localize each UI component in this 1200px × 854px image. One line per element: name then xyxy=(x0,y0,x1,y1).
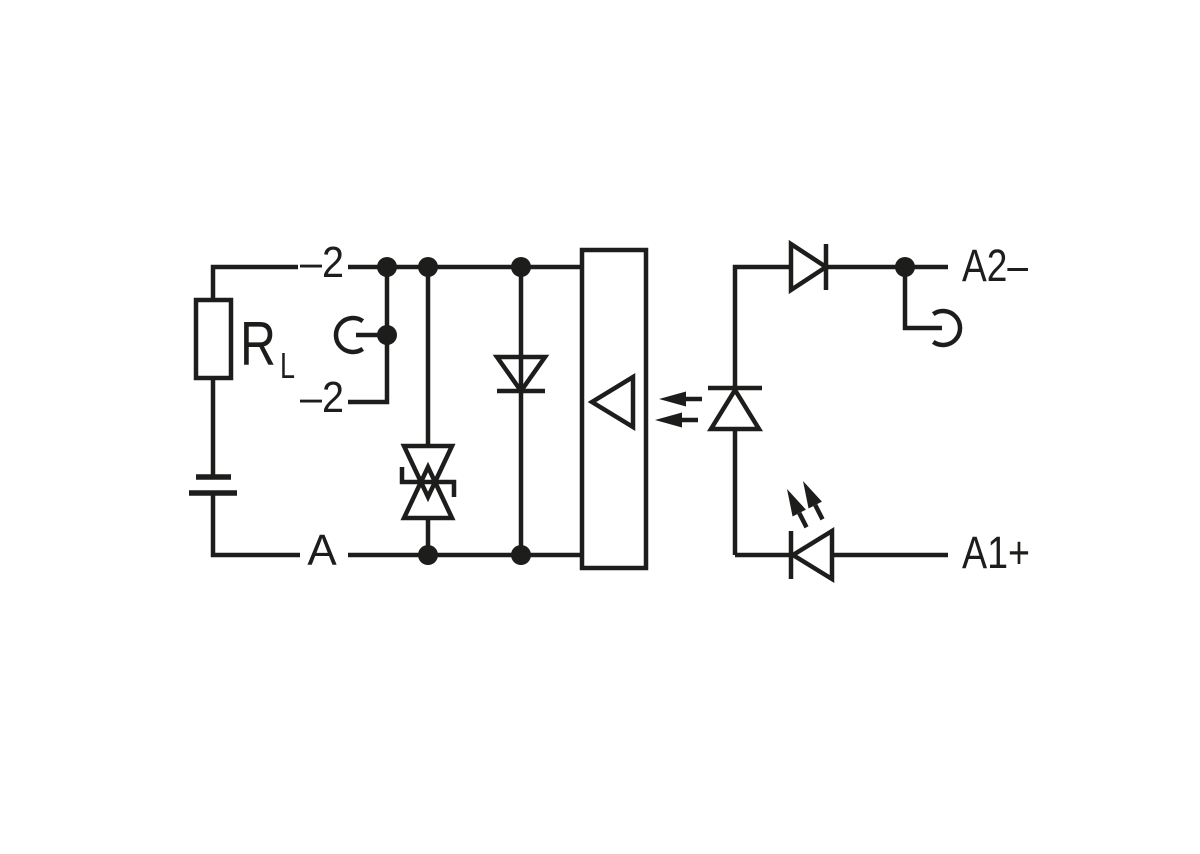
terminal-labels: –2 –2 A A2– A1+ R L xyxy=(240,238,1030,578)
label-load-resistor: R xyxy=(240,310,276,379)
junction-dot xyxy=(418,545,438,565)
socket-contact-right-icon xyxy=(931,308,963,348)
wire-socket-drop xyxy=(902,267,942,331)
junction-dots xyxy=(377,257,915,565)
receiver-box xyxy=(579,247,649,571)
input-circuit xyxy=(706,239,963,584)
protection-clamps xyxy=(399,267,550,555)
junction-dot xyxy=(377,257,397,277)
opto-emitter-led-icon xyxy=(706,385,764,432)
socket-contact-left-icon xyxy=(333,315,365,355)
tvs-upper-triangle xyxy=(400,443,456,503)
label-terminal-a: A xyxy=(307,526,337,575)
optocoupler-receiver xyxy=(579,247,649,571)
input-series-diode-icon xyxy=(788,239,831,295)
label-terminal-minus2-mid: –2 xyxy=(300,373,344,422)
wire-top-left-corner xyxy=(210,264,298,300)
junction-dot xyxy=(511,257,531,277)
label-terminal-a1-plus: A1+ xyxy=(962,527,1030,578)
clamp-diode-icon xyxy=(492,354,550,395)
junction-dot xyxy=(418,257,438,277)
load-circuit xyxy=(189,264,300,558)
series-diode-triangle xyxy=(788,239,831,295)
tvs-zener-bar xyxy=(399,467,457,497)
label-load-resistor-subscript: L xyxy=(280,345,295,386)
tvs-diode-icon xyxy=(399,443,457,521)
junction-dot xyxy=(377,325,397,345)
wire-battery-to-terminal-a xyxy=(210,493,300,558)
label-terminal-a2-minus: A2– xyxy=(962,240,1028,291)
status-led-icon xyxy=(780,478,835,584)
wire-input-top-rail xyxy=(732,264,948,555)
tvs-lower-triangle xyxy=(400,461,456,521)
receiver-triangle-icon xyxy=(587,372,636,432)
load-resistor-symbol xyxy=(193,297,234,381)
clamp-diode-triangle xyxy=(492,354,550,395)
junction-dot xyxy=(895,257,915,277)
status-led-triangle xyxy=(788,526,835,584)
wire-minus2-branch xyxy=(348,267,390,405)
opto-led-triangle xyxy=(706,385,764,432)
junction-dot xyxy=(511,545,531,565)
label-terminal-minus2-top: –2 xyxy=(300,238,344,287)
